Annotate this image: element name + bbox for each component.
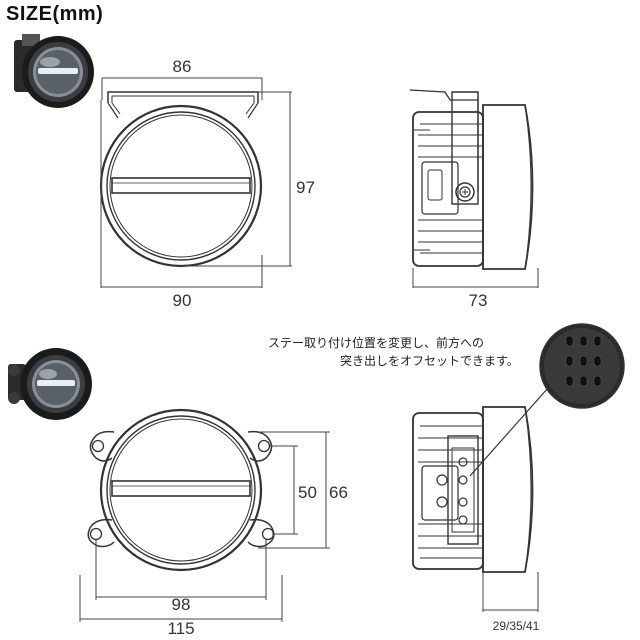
type2-side-view xyxy=(412,406,534,573)
page-title: SIZE(mm) xyxy=(6,3,104,25)
type1-width-bottom-label: 90 xyxy=(173,291,192,310)
type2-total-width-label: 115 xyxy=(167,619,194,638)
type2-side-dimensions xyxy=(482,572,539,612)
type1-front-view xyxy=(99,91,263,268)
product-photo-type2 xyxy=(8,348,92,420)
type1-front-dimensions xyxy=(100,77,292,288)
type2-hole-spacing-label: 98 xyxy=(172,595,191,614)
type2-inner-height-label: 50 xyxy=(298,483,317,502)
offset-note-line2: 突き出しをオフセットできます。 xyxy=(340,354,519,368)
type2-front-dimensions xyxy=(79,431,330,622)
bracket-detail-callout xyxy=(469,323,625,477)
offset-note-line1: ステー取り付け位置を変更し、前方への xyxy=(268,336,485,350)
type1-side-dimensions xyxy=(412,268,539,288)
type1-side-view xyxy=(409,89,534,270)
type2-depth-options-label: 29/35/41 xyxy=(493,619,540,633)
type1-width-top-label: 86 xyxy=(173,57,192,76)
product-photo-type1 xyxy=(14,34,94,108)
type1-height-label: 97 xyxy=(296,178,315,197)
type2-front-view xyxy=(87,408,275,572)
type2-outer-height-label: 66 xyxy=(329,483,348,502)
type1-depth-label: 73 xyxy=(469,291,488,310)
